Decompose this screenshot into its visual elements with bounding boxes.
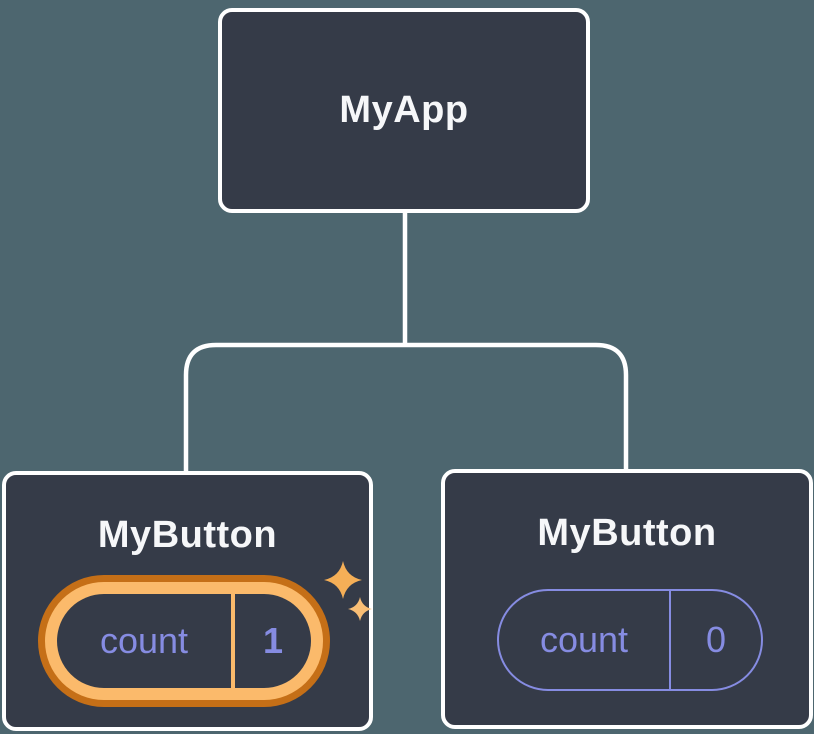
child-node-right-label: MyButton [537, 512, 717, 554]
sparkles-icon [324, 561, 372, 621]
root-node-label: MyApp [339, 89, 469, 131]
child-node-left-label: MyButton [97, 514, 278, 556]
state-pill-core: count 1 [57, 594, 311, 688]
child-node-left: MyButton count 1 [2, 471, 373, 731]
state-pill-highlighted: count 1 [38, 575, 330, 707]
child-node-right: MyButton count 0 [441, 469, 813, 729]
state-value: 0 [705, 619, 727, 660]
state-divider [231, 594, 235, 688]
state-key-label: count [99, 620, 189, 661]
state-divider [669, 591, 671, 689]
state-pill-highlight-ring: count 1 [45, 582, 323, 700]
root-node: MyApp [218, 8, 590, 213]
state-key-label: count [539, 619, 629, 660]
state-pill: count 0 [497, 589, 763, 691]
state-value: 1 [262, 620, 284, 661]
